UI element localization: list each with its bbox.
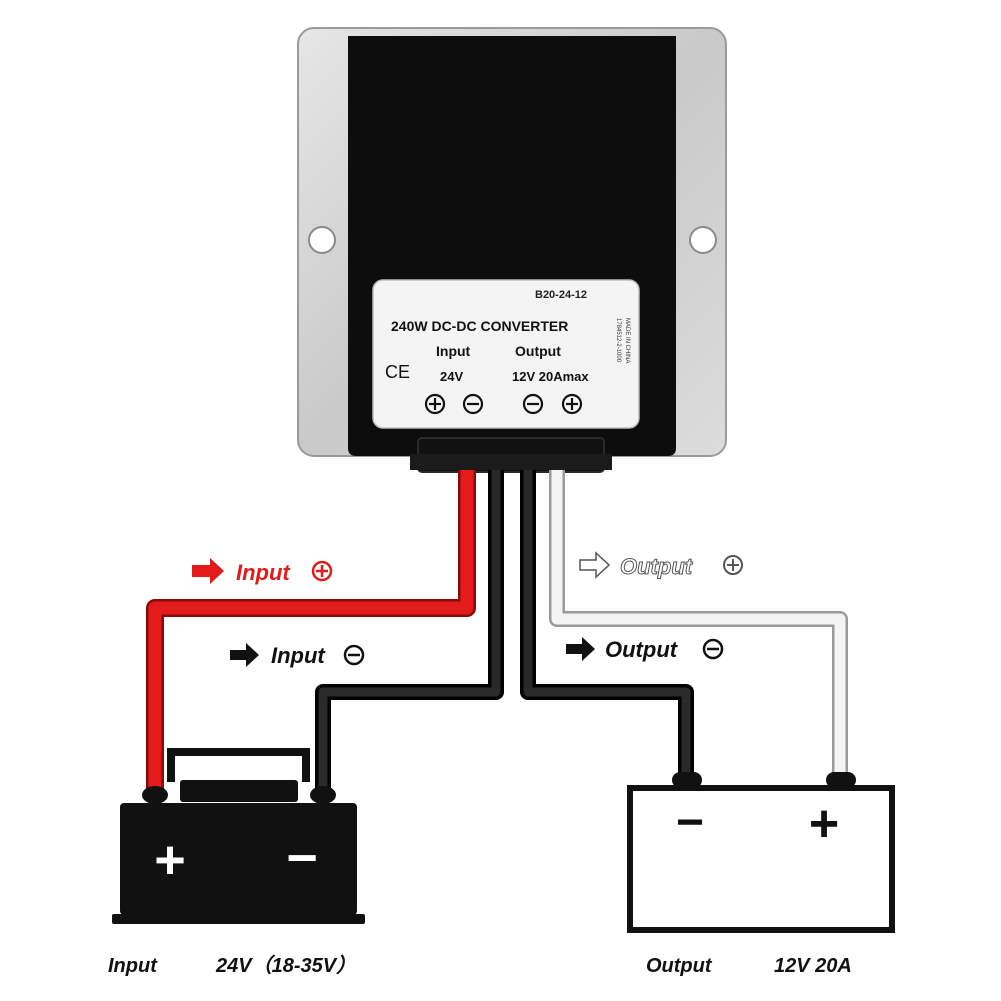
input-spec: 24V（18-35V） bbox=[215, 954, 356, 977]
output-positive-wire bbox=[549, 470, 848, 780]
model-number: B20-24-12 bbox=[535, 289, 587, 301]
minus-circle-icon bbox=[343, 644, 365, 666]
output-caption: Output bbox=[646, 955, 713, 977]
battery-terminal-negative bbox=[672, 772, 702, 788]
wire-label-output-negative: Output bbox=[566, 637, 724, 662]
wire-label-output-positive: Output bbox=[579, 551, 743, 580]
arrow-right-outline-icon bbox=[579, 551, 611, 579]
battery-lid bbox=[180, 780, 298, 802]
arrow-right-icon bbox=[566, 637, 595, 661]
plus-circle-icon bbox=[723, 555, 743, 575]
input-heading: Input bbox=[436, 343, 471, 359]
mounting-hole-right bbox=[689, 226, 717, 254]
battery-terminal-negative bbox=[310, 786, 336, 804]
side-origin-text: MADE IN CHINA bbox=[624, 318, 630, 363]
converter-label: B20-24-12 240W DC-DC CONVERTER Input Out… bbox=[372, 279, 640, 429]
battery-body bbox=[627, 785, 895, 933]
input-battery: + − bbox=[112, 748, 365, 924]
plus-circle-icon bbox=[561, 393, 583, 415]
svg-text:Output: Output bbox=[620, 554, 694, 579]
battery-base bbox=[112, 914, 365, 924]
arrow-right-icon bbox=[192, 558, 224, 584]
input-positive-wire bbox=[146, 470, 476, 790]
battery-terminal-positive bbox=[142, 786, 168, 804]
battery-terminal-positive bbox=[826, 772, 856, 788]
battery-plus-symbol: + bbox=[154, 830, 186, 890]
output-spec: 12V 20A bbox=[774, 955, 852, 977]
battery-top-bar bbox=[167, 748, 310, 756]
mounting-hole-left bbox=[308, 226, 336, 254]
battery-body bbox=[120, 803, 357, 915]
label-sticker bbox=[372, 279, 640, 429]
wires bbox=[146, 470, 848, 790]
input-caption: Input bbox=[108, 955, 158, 977]
input-voltage: 24V bbox=[440, 369, 463, 384]
output-heading: Output bbox=[515, 343, 561, 359]
battery-plus-symbol: + bbox=[809, 795, 839, 853]
svg-text:Input: Input bbox=[271, 643, 326, 668]
svg-text:Output: Output bbox=[605, 637, 679, 662]
wire-label-input-negative: Input bbox=[230, 643, 365, 668]
minus-circle-icon bbox=[522, 393, 544, 415]
ce-mark: CE bbox=[385, 362, 410, 382]
converter-title: 240W DC-DC CONVERTER bbox=[391, 318, 568, 334]
plus-circle-icon bbox=[424, 393, 446, 415]
minus-circle-icon bbox=[462, 393, 484, 415]
wire-label-input-positive: Input bbox=[192, 558, 333, 585]
minus-circle-icon bbox=[702, 638, 724, 660]
plus-circle-icon bbox=[311, 560, 333, 582]
output-battery: − + bbox=[627, 772, 895, 933]
side-serial-text: 1784512-2-1000 bbox=[615, 318, 621, 363]
battery-minus-symbol: − bbox=[676, 796, 704, 849]
battery-minus-symbol: − bbox=[286, 828, 318, 888]
svg-text:Input: Input bbox=[236, 560, 291, 585]
arrow-right-icon bbox=[230, 643, 259, 667]
output-rating: 12V 20Amax bbox=[512, 369, 589, 384]
